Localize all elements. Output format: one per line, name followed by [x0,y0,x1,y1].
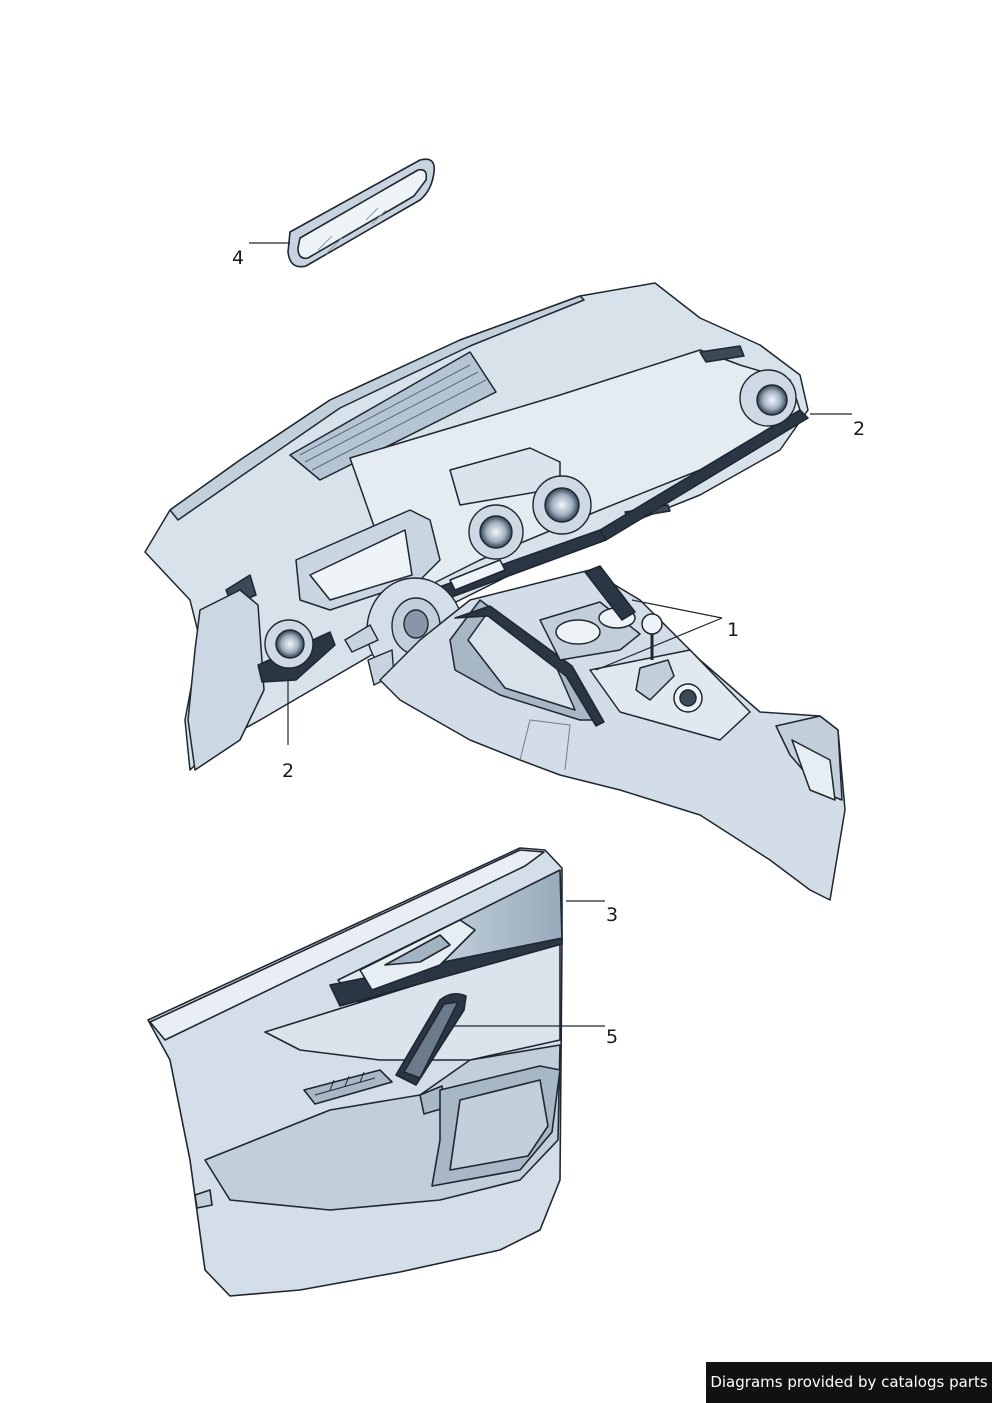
center-console [379,565,846,901]
leader-lines [249,242,852,1027]
callout-label-1: 1 [727,619,740,641]
door-panel [147,847,563,1297]
callout-label-5: 5 [606,1026,619,1048]
callout-label-2-right: 2 [853,418,866,440]
callout-label-3: 3 [606,904,619,926]
callout-label-4: 4 [232,247,245,269]
leader-1b [595,617,723,671]
rearview-mirror [287,158,436,268]
credit-banner: Diagrams provided by catalogs parts [706,1362,992,1403]
air-vents [264,369,797,669]
callout-label-2-left: 2 [282,760,295,782]
leader-1a [631,599,723,619]
